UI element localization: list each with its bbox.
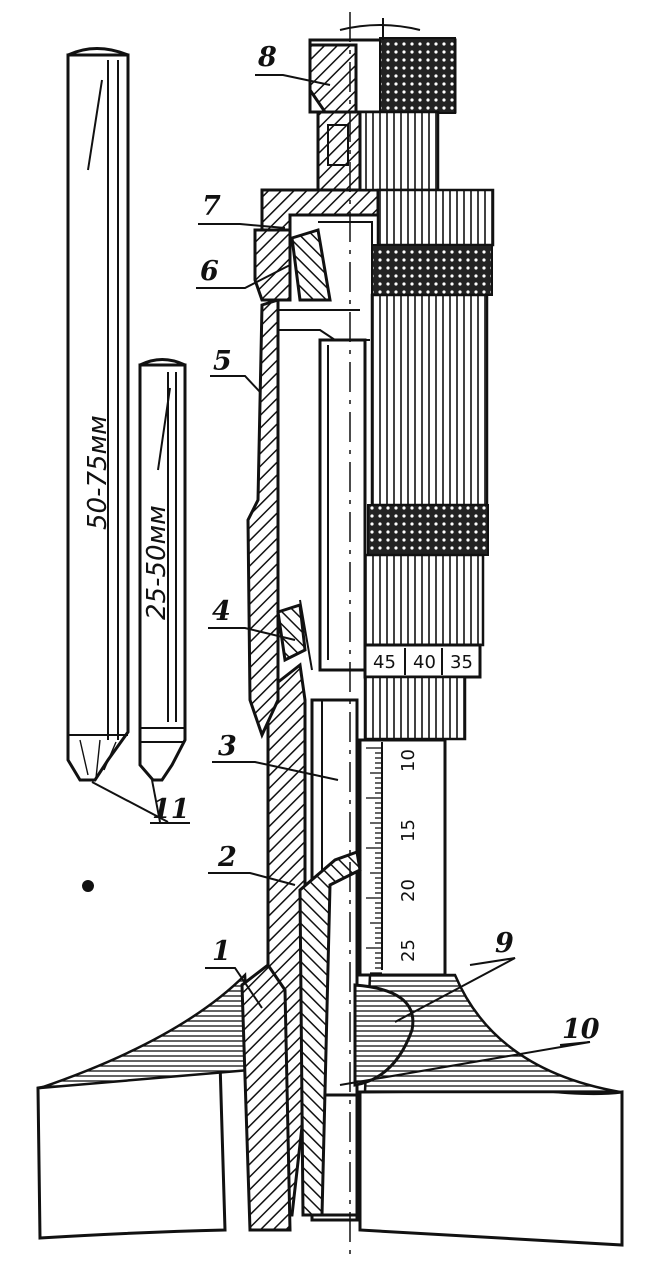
rod-label-50-75: 50-75мм [83,415,113,530]
sleeve-scale-25: 25 [398,939,419,962]
label-7: 7 [202,191,221,222]
label-8: 8 [257,42,277,73]
upper-tube [246,297,370,740]
label-6: 6 [200,256,219,287]
label-2: 2 [217,842,237,873]
label-4: 4 [212,596,231,627]
extension-rod-50-75 [66,47,130,782]
body-section [240,662,362,1232]
ratchet-knob [308,18,457,192]
label-3: 3 [218,731,237,762]
label-10: 10 [562,1014,600,1045]
thimble-scale-40: 40 [413,652,436,673]
extension-rod-25-50 [138,358,187,782]
leaders [196,74,591,1086]
sleeve-scale-20: 20 [398,879,419,902]
leader-11 [91,781,169,823]
label-1: 1 [212,936,231,967]
sleeve-scale-15: 15 [398,819,419,842]
sleeve [358,738,447,977]
clamp-nut [276,599,313,671]
label-11: 11 [152,794,190,825]
label-5: 5 [213,346,232,377]
thimble [363,188,495,741]
label-9: 9 [495,928,514,959]
sleeve-scale-10: 10 [398,749,419,772]
thimble-scale-35: 35 [450,652,473,673]
dot-mark [82,880,94,892]
base [36,972,624,1247]
cap-nut [253,188,380,302]
rod-label-25-50: 25-50мм [142,505,172,620]
thimble-scale-45: 45 [373,652,396,673]
leader-11b [151,779,161,823]
